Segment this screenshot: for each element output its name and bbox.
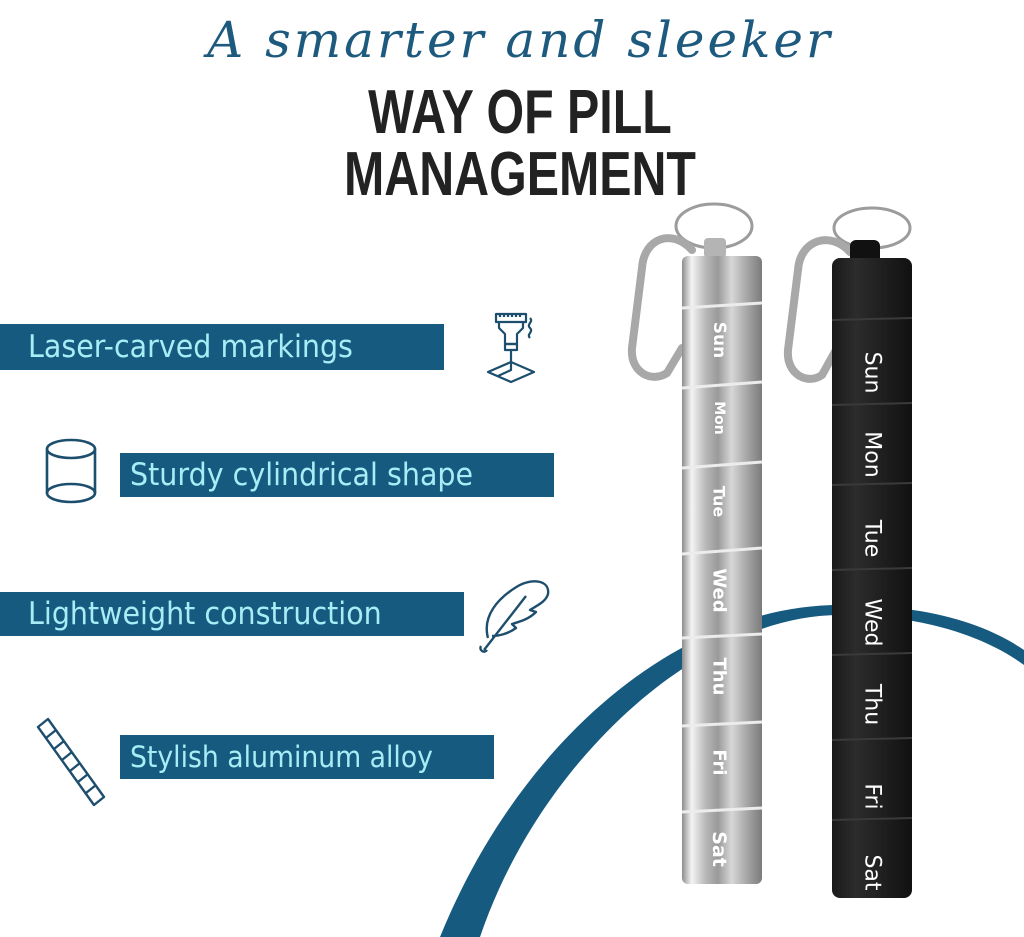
day-label-wed: Wed [859,598,885,647]
black-pill-organizer: Sun Mon Tue Wed Thu Fri Sat [770,200,920,900]
feature-label: Stylish aluminum alloy [130,740,433,774]
day-label-tue: Tue [859,519,885,558]
day-label-sat: Sat [859,854,885,891]
day-label-fri: Fri [708,749,730,776]
tagline-script: A smarter and sleeker [207,11,833,69]
day-label-sat: Sat [708,831,730,867]
silver-pill-organizer: Sun Mon Tue Wed Thu Fri Sat [622,198,763,888]
feature-label: Sturdy cylindrical shape [130,457,474,493]
day-label-mon: Mon [859,431,885,478]
laser-engraver-icon [486,312,536,384]
day-label-thu: Thu [859,683,885,726]
day-label-sun: Sun [709,321,729,359]
feature-cylindrical: Sturdy cylindrical shape [120,453,554,497]
page-title: WAY OF PILL MANAGEMENT [344,78,696,209]
feature-lightweight: Lightweight construction [0,592,464,636]
feature-laser-carved: Laser-carved markings [0,324,444,370]
feather-icon [479,580,550,653]
day-label-sun: Sun [859,351,885,394]
day-label-thu: Thu [708,657,730,696]
feature-aluminum: Stylish aluminum alloy [120,735,494,779]
feature-label: Lightweight construction [28,596,382,632]
segmented-tube-icon [36,717,106,807]
day-label-tue: Tue [709,485,729,518]
day-label-fri: Fri [859,783,885,810]
day-label-wed: Wed [708,568,730,613]
feature-label: Laser-carved markings [28,329,353,365]
cylinder-icon [45,438,97,504]
day-label-mon: Mon [711,401,727,435]
